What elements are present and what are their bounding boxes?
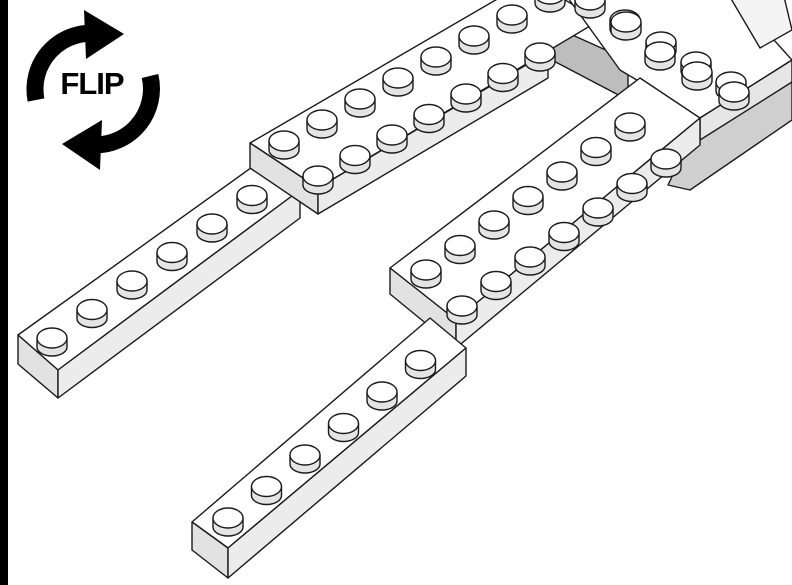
lego-stud: [37, 328, 67, 356]
lego-stud: [269, 131, 299, 159]
lego-stud: [535, 0, 565, 12]
lego-stud: [414, 105, 444, 133]
lego-stud: [307, 110, 337, 138]
lego-stud: [329, 414, 359, 442]
lego-stud: [611, 12, 641, 40]
lego-stud: [406, 351, 436, 379]
lego-stud: [445, 236, 475, 264]
lego-stud: [157, 243, 187, 271]
lego-stud: [682, 62, 712, 90]
lego-stud: [575, 0, 605, 18]
lego-stud: [345, 89, 375, 117]
lego-stud: [237, 186, 267, 214]
lego-stud: [213, 508, 243, 536]
lego-stud: [581, 138, 611, 166]
lego-stud: [525, 43, 555, 71]
lego-stud: [340, 146, 370, 174]
lego-stud: [515, 247, 545, 275]
lego-stud: [645, 42, 675, 70]
lego-stud: [383, 68, 413, 96]
lego-stud: [651, 149, 681, 177]
lego-stud: [290, 445, 320, 473]
lego-stud: [117, 271, 147, 299]
lego-stud: [377, 125, 407, 153]
lego-stud: [547, 162, 577, 190]
lego-stud: [197, 214, 227, 242]
lego-stud: [303, 166, 333, 194]
lego-stud: [488, 64, 518, 92]
lego-stud: [549, 223, 579, 251]
lego-stud: [497, 5, 527, 33]
lego-stud: [479, 211, 509, 239]
lego-stud: [451, 84, 481, 112]
lego-stud: [421, 47, 451, 75]
lego-stud: [447, 296, 477, 324]
lego-stud: [481, 272, 511, 300]
lego-stud: [411, 260, 441, 288]
lego-stud: [77, 300, 107, 328]
lego-stud: [252, 477, 282, 505]
lego-stud: [367, 382, 397, 410]
lego-stud: [583, 198, 613, 226]
lego-stud: [719, 82, 749, 110]
lego-stud: [615, 113, 645, 141]
lego-stud: [459, 26, 489, 54]
lego-stud: [513, 187, 543, 215]
lego-stud: [617, 174, 647, 202]
